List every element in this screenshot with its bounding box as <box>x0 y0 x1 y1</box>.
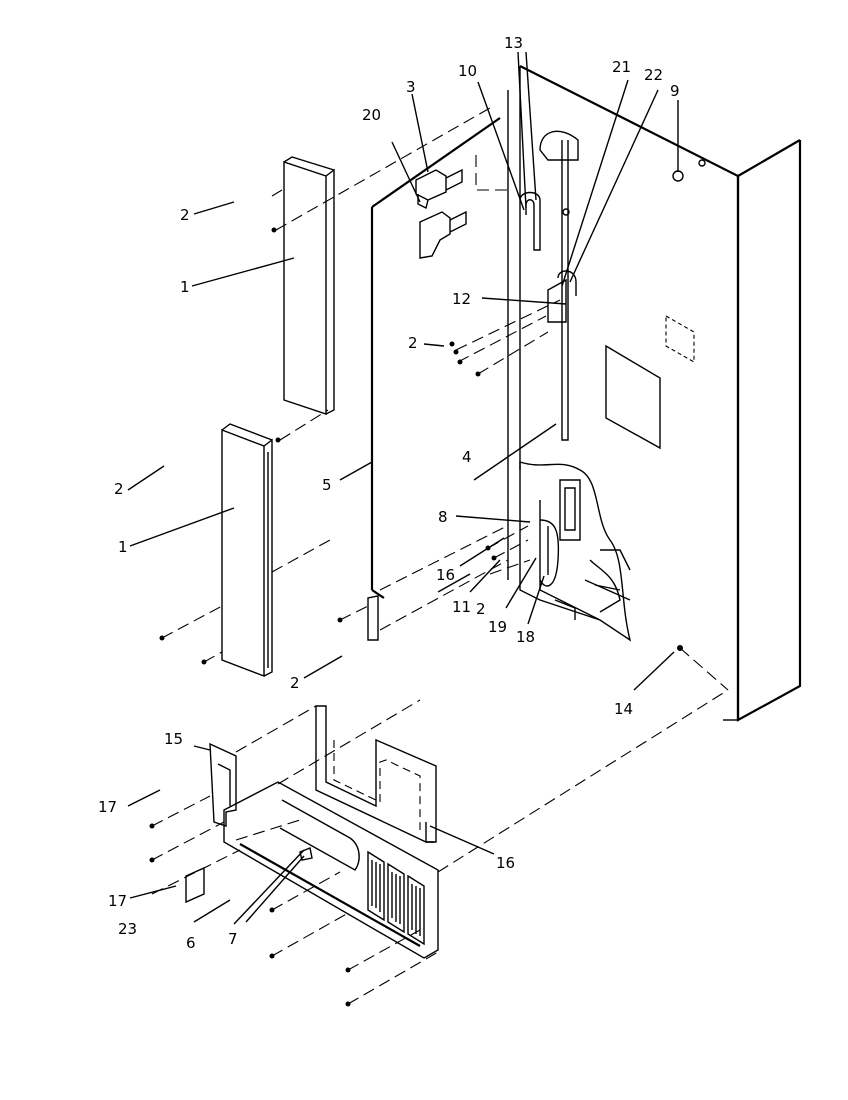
callout-2-right: 2 <box>476 600 486 618</box>
cutaway-compressor-area <box>519 461 632 642</box>
callout-2-bottom: 2 <box>290 674 300 692</box>
bottom-screw-lines <box>149 689 729 1007</box>
callout-14: 14 <box>614 700 633 718</box>
screw-lines <box>159 107 729 691</box>
callout-17-upper: 17 <box>98 798 117 816</box>
callout-22: 22 <box>644 66 663 84</box>
callout-16-center: 16 <box>436 566 455 584</box>
callout-4: 4 <box>462 448 472 466</box>
fitting-3 <box>415 168 463 210</box>
callout-18: 18 <box>516 628 535 646</box>
callout-16-bottom: 16 <box>496 854 515 872</box>
callout-1-upper: 1 <box>180 278 190 296</box>
vent-grille <box>367 850 425 946</box>
callout-3: 3 <box>406 78 416 96</box>
callout-17-lower: 17 <box>108 892 127 910</box>
callout-labels: 1 1 2 2 2 2 2 3 4 5 6 7 8 9 10 11 12 13 … <box>98 34 680 952</box>
callout-6: 6 <box>186 934 196 952</box>
rear-access-cover <box>223 781 439 959</box>
callout-7: 7 <box>228 930 238 948</box>
upper-side-panel <box>283 156 335 415</box>
callout-15: 15 <box>164 730 183 748</box>
callout-8: 8 <box>438 508 448 526</box>
callout-11: 11 <box>452 598 471 616</box>
callout-2-mid-left: 2 <box>114 480 124 498</box>
cabinet <box>507 65 802 722</box>
lower-side-panel <box>221 423 273 678</box>
callout-21: 21 <box>612 58 631 76</box>
pad-23 <box>185 866 205 904</box>
callout-2-upper-left: 2 <box>180 206 190 224</box>
callout-9: 9 <box>670 82 680 100</box>
bracket-15 <box>209 742 237 827</box>
insulation-board-16 <box>315 705 437 843</box>
back-panel <box>367 117 510 641</box>
callout-5: 5 <box>322 476 332 494</box>
callout-12: 12 <box>452 290 471 308</box>
callout-10: 10 <box>458 62 477 80</box>
callout-2-center: 2 <box>408 334 418 352</box>
callout-1-lower: 1 <box>118 538 128 556</box>
leader-lines <box>127 51 679 925</box>
callout-20: 20 <box>362 106 381 124</box>
callout-13: 13 <box>504 34 523 52</box>
tubing <box>519 130 579 441</box>
callout-19: 19 <box>488 618 507 636</box>
fitting-20 <box>419 210 467 259</box>
callout-23: 23 <box>118 920 137 938</box>
